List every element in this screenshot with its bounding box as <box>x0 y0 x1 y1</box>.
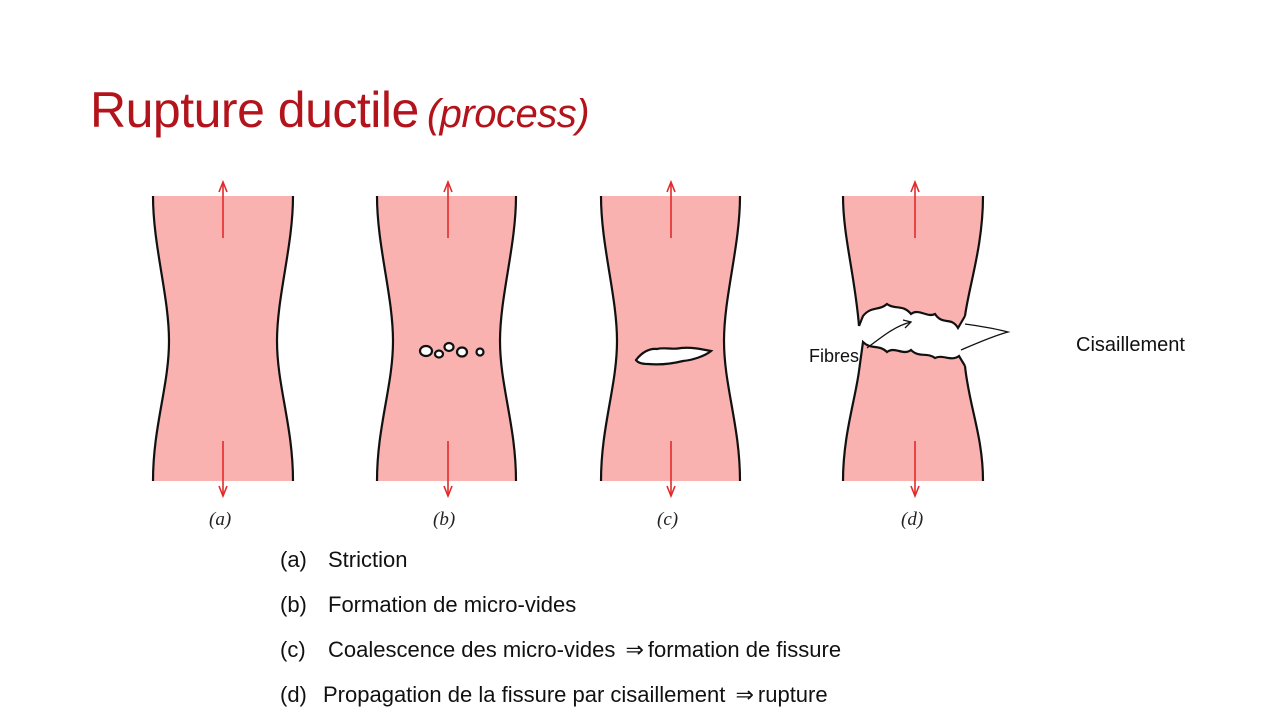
legend: (a) Striction (b) Formation de micro-vides… <box>280 546 841 726</box>
legend-tag: (a) <box>280 547 307 572</box>
specimen-c-left-edge <box>599 195 619 482</box>
ductile-fracture-diagram: (a) (b) (c) <box>151 179 1011 530</box>
tension-arrow-up-d <box>910 179 920 238</box>
fracture-surface-upper <box>857 302 966 331</box>
specimen-b-left-edge <box>375 195 395 482</box>
shear-arrow <box>960 323 1011 351</box>
shear-label: Cisaillement <box>1076 334 1185 356</box>
micro-void <box>433 349 445 359</box>
micro-void <box>418 344 434 358</box>
tension-arrow-up-b <box>443 179 453 238</box>
fibres-pointer <box>866 319 913 349</box>
panel-c: (c) <box>599 179 742 530</box>
legend-text: Coalescence des micro-vides <box>328 637 616 662</box>
tension-arrow-up-c <box>666 179 676 238</box>
specimen-a-right-edge <box>275 195 295 482</box>
legend-result: formation de fissure <box>647 637 842 662</box>
slide-title: Rupture ductile(process) <box>90 80 590 144</box>
implies-arrow: ⇒ <box>625 638 644 663</box>
tension-arrow-down-c <box>666 441 676 499</box>
micro-voids <box>418 341 485 359</box>
panel-d: Fibres (d) <box>809 179 1011 530</box>
legend-item-c: (c) Coalescence des micro-vides ⇒formatio… <box>280 636 841 681</box>
legend-item-d: (d) Propagation de la fissure par cisaill… <box>280 681 841 726</box>
coalesced-crack <box>634 346 714 366</box>
specimen-a <box>153 196 293 481</box>
micro-void <box>475 347 485 357</box>
panel-a: (a) <box>151 179 295 530</box>
tension-arrow-down-d <box>910 441 920 499</box>
legend-text: Propagation de la fissure par cisailleme… <box>323 682 726 707</box>
specimen-c-right-edge <box>722 195 742 482</box>
legend-tag: (d) <box>280 682 307 707</box>
tension-arrow-down-b <box>443 441 453 499</box>
micro-void <box>455 346 469 358</box>
specimen-d-upper-edges <box>841 195 985 327</box>
specimen-b <box>377 196 516 481</box>
legend-result: rupture <box>757 682 828 707</box>
panel-label-c: (c) <box>657 509 678 530</box>
legend-item-b: (b) Formation de micro-vides <box>280 591 841 636</box>
specimen-d-lower-edges <box>841 365 985 482</box>
specimen-b-right-edge <box>498 195 518 482</box>
legend-tag: (b) <box>280 592 307 617</box>
panel-b: (b) <box>375 179 518 530</box>
specimen-c <box>601 196 740 481</box>
micro-void <box>443 341 455 353</box>
fracture-surface-lower <box>857 339 966 372</box>
implies-arrow: ⇒ <box>735 683 754 708</box>
tension-arrow-up-a <box>218 179 228 238</box>
specimen-d-lower <box>843 342 983 481</box>
tension-arrow-down-a <box>218 441 228 499</box>
legend-text: Striction <box>328 547 408 572</box>
panel-label-d: (d) <box>901 509 923 530</box>
fibres-label: Fibres <box>809 346 859 366</box>
specimen-d-upper <box>843 196 983 328</box>
legend-text: Formation de micro-vides <box>328 592 577 617</box>
legend-tag: (c) <box>280 637 306 662</box>
panel-label-b: (b) <box>433 509 455 530</box>
title-subtitle: (process) <box>426 92 590 136</box>
legend-item-a: (a) Striction <box>280 546 841 591</box>
specimen-a-left-edge <box>151 195 171 482</box>
title-main: Rupture ductile <box>90 82 419 138</box>
panel-label-a: (a) <box>209 509 231 530</box>
